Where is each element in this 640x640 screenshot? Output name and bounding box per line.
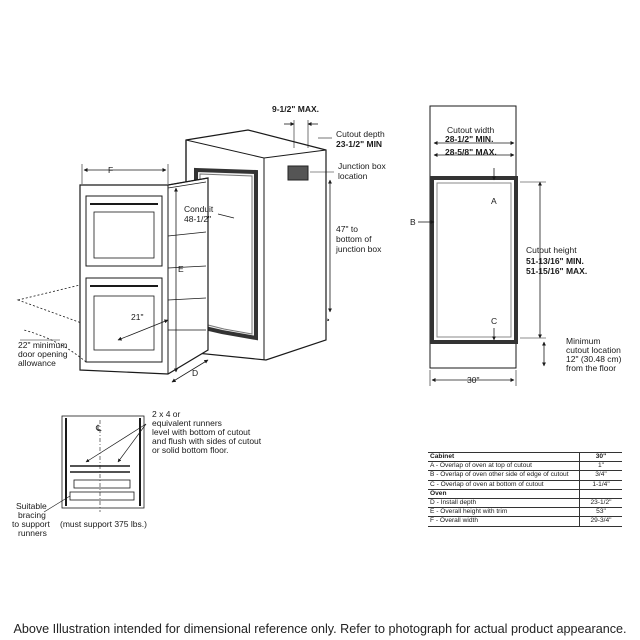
- overlap-b-label: B: [410, 217, 416, 227]
- spec-value: 29-3/4": [579, 516, 622, 527]
- spec-row: B - Overlap of oven other side of edge o…: [428, 470, 622, 481]
- dim-f-label: F: [108, 165, 113, 175]
- footer-disclaimer: Above Illustration intended for dimensio…: [13, 622, 627, 636]
- door-allowance-line-3: allowance: [18, 358, 56, 368]
- junction-box-line-1: Junction box: [338, 161, 386, 171]
- spec-label: E - Overall height with trim: [428, 507, 580, 518]
- spec-value: 3/4": [579, 470, 622, 481]
- door-allowance-line-1: 22" minimum: [18, 340, 67, 350]
- spec-label: Oven: [428, 489, 580, 500]
- cutout-depth-line-1: Cutout depth: [336, 129, 385, 139]
- conduit-label-2: 48-1/2": [184, 214, 211, 224]
- runners-line-4: and flush with sides of cutout: [152, 436, 262, 446]
- to-junction-line-3: junction box: [335, 244, 382, 254]
- spec-section-header: Oven: [428, 489, 622, 500]
- dim-e-label: E: [178, 264, 184, 274]
- spec-value: 23-1/2": [579, 498, 622, 509]
- min-location-line-2: cutout location: [566, 345, 621, 355]
- runners-line-3: level with bottom of cutout: [152, 427, 251, 437]
- centerline-symbol: ℄: [95, 423, 102, 433]
- junction-box-line-2: location: [338, 171, 368, 181]
- bracing-line-2: bracing: [18, 510, 46, 520]
- bracing-line-1: Suitable: [16, 501, 47, 511]
- min-location-line-3: 12" (30.48 cm): [566, 354, 622, 364]
- spec-label: Cabinet: [428, 451, 580, 463]
- min-location-line-1: Minimum: [566, 336, 600, 346]
- cutout-width-line-3: 28-5/8" MAX.: [445, 147, 497, 157]
- spec-value: 53": [579, 507, 622, 518]
- overlap-c-label: C: [491, 316, 497, 326]
- runners-detail-labels: ℄ 2 x 4 or equivalent runners level with…: [12, 409, 262, 538]
- dim-d-label: D: [192, 368, 198, 378]
- cutout-depth-line-2: 23-1/2" MIN: [336, 139, 382, 149]
- runners-line-2: equivalent runners: [152, 418, 222, 428]
- spec-label: C - Overlap of oven at bottom of cutout: [428, 480, 580, 490]
- max-9-5-label: 9-1/2" MAX.: [272, 104, 319, 114]
- spec-label: B - Overlap of oven other side of edge o…: [428, 470, 580, 481]
- to-junction-line-1: 47" to: [336, 224, 358, 234]
- depth-21-label: 21": [131, 312, 143, 322]
- cutout-height-line-2: 51-13/16" MIN.: [526, 256, 584, 266]
- left-installation-drawing: [16, 120, 334, 383]
- door-allowance-line-2: door opening: [18, 349, 68, 359]
- cutout-height-line-3: 51-15/16" MAX.: [526, 266, 587, 276]
- cutout-height-line-1: Cutout height: [526, 245, 577, 255]
- bracing-line-4: runners: [18, 528, 47, 538]
- spec-value: 1-1/4": [579, 480, 622, 490]
- spec-label: D - Install depth: [428, 498, 580, 509]
- spec-label: A - Overlap of oven at top of cutout: [428, 461, 580, 472]
- left-labels: F E D Conduit 48-1/2" 21" 22" minimum do…: [18, 104, 386, 378]
- spec-value: [579, 489, 622, 500]
- support-note: (must support 375 lbs.): [60, 519, 147, 529]
- min-location-line-4: from the floor: [566, 363, 616, 373]
- runners-line-5: or solid bottom floor.: [152, 445, 229, 455]
- width-30-label: 30": [467, 375, 479, 385]
- overlap-a-label: A: [491, 196, 497, 206]
- runners-line-1: 2 x 4 or: [152, 409, 181, 419]
- spec-value: 1": [579, 461, 622, 472]
- cutout-width-line-2: 28-1/2" MIN.: [445, 134, 493, 144]
- to-junction-line-2: bottom of: [336, 234, 372, 244]
- runners-detail-drawing: [43, 415, 147, 513]
- spec-value: 30": [579, 451, 622, 463]
- bracing-line-3: to support: [12, 519, 50, 529]
- spec-label: F - Overall width: [428, 516, 580, 527]
- right-cutout-drawing: [418, 105, 546, 386]
- conduit-label-1: Conduit: [184, 204, 214, 214]
- cutout-width-line-1: Cutout width: [447, 125, 495, 135]
- right-labels: Cutout width 28-1/2" MIN. 28-5/8" MAX. A…: [410, 125, 622, 385]
